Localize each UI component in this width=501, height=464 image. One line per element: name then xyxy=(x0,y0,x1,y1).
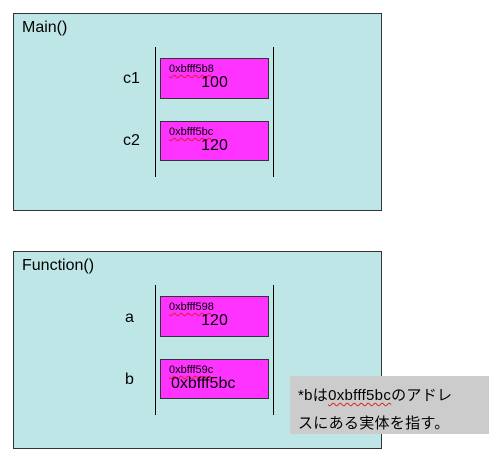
cell-address-c2: 0xbfff5bc xyxy=(169,126,214,138)
var-label-c1: c1 xyxy=(123,70,140,87)
memory-cell-c2: 0xbfff5bc 120 xyxy=(160,121,269,161)
cell-address-b: 0xbfff59c xyxy=(169,364,214,376)
note-line-1: *bは0xbfff5bcのアドレ xyxy=(298,387,453,404)
memory-cell-c1: 0xbfff5b8 100 xyxy=(160,58,269,99)
var-label-b: b xyxy=(125,371,134,388)
cell-address-a: 0xbfff598 xyxy=(169,301,214,313)
memory-cell-a: 0xbfff598 120 xyxy=(160,296,269,337)
pointer-note: *bは0xbfff5bcのアドレ スにある実体を指す。 xyxy=(290,376,489,434)
memory-cell-b: 0xbfff59c 0xbfff5bc xyxy=(160,359,269,399)
main-frame: Main() xyxy=(13,13,382,211)
cell-value-c1: 100 xyxy=(201,74,228,91)
function-left-border xyxy=(155,285,156,415)
cell-value-a: 120 xyxy=(201,312,228,329)
var-label-a: a xyxy=(125,309,134,326)
var-label-c2: c2 xyxy=(123,132,140,149)
function-frame-title: Function() xyxy=(22,257,95,274)
main-right-border xyxy=(273,47,274,177)
cell-value-c2: 120 xyxy=(201,137,228,154)
note-pointer-address: 0xbfff5bc xyxy=(328,387,392,404)
note-line-2: スにある実体を指す。 xyxy=(298,415,450,432)
cell-value-b: 0xbfff5bc xyxy=(171,375,236,392)
main-frame-title: Main() xyxy=(22,19,68,36)
main-left-border xyxy=(155,47,156,177)
function-right-border xyxy=(273,285,274,415)
cell-address-c1: 0xbfff5b8 xyxy=(169,63,214,75)
